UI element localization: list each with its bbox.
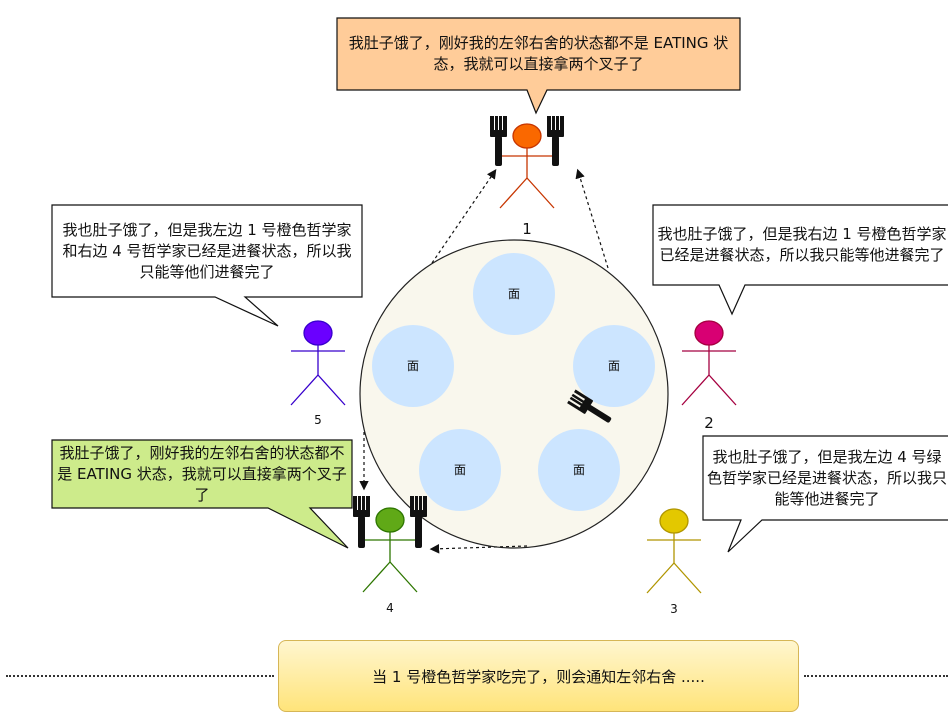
speech-bubble-green-text: 我肚子饿了，刚好我的左邻右舍的状态都不是 EATING 状态，我就可以直接拿两个…	[57, 443, 347, 504]
philosopher-3	[646, 508, 702, 594]
fork-icon	[567, 389, 612, 423]
speech-bubble-green-shape	[51, 439, 353, 549]
speech-bubble-top-shape	[336, 17, 741, 115]
philosopher-5	[290, 320, 346, 406]
noodle-bowl: 面	[573, 325, 655, 407]
speech-bubble-left-text: 我也肚子饿了，但是我左边 1 号橙色哲学家和右边 4 号哲学家已经是进餐状态，所…	[62, 220, 352, 281]
fork-icon	[353, 496, 370, 548]
noodle-bowl: 面	[473, 253, 555, 335]
noodle-bowl: 面	[372, 325, 454, 407]
noodle-bowl: 面	[419, 429, 501, 511]
philosopher-label-2: 2	[704, 414, 714, 432]
svg-text:面: 面	[508, 287, 520, 301]
speech-bubble-lower-right-shape	[702, 435, 948, 553]
philosopher-label-1: 1	[522, 220, 532, 238]
dotted-separator-right	[804, 675, 948, 677]
speech-bubble-left: 我也肚子饿了，但是我左边 1 号橙色哲学家和右边 4 号哲学家已经是进餐状态，所…	[56, 208, 358, 294]
speech-bubble-green: 我肚子饿了，刚好我的左邻右舍的状态都不是 EATING 状态，我就可以直接拿两个…	[55, 442, 349, 506]
notification-banner: 当 1 号橙色哲学家吃完了，则会通知左邻右舍 .....	[278, 640, 799, 712]
fork-pickup-arrow	[431, 169, 497, 264]
philosopher-4	[362, 507, 418, 593]
noodle-bowl: 面	[538, 429, 620, 511]
svg-text:面: 面	[573, 463, 585, 477]
speech-bubble-right-shape	[652, 204, 948, 316]
speech-bubble-top-text: 我肚子饿了，刚好我的左邻右舍的状态都不是 EATING 状态，我就可以直接拿两个…	[348, 34, 729, 73]
philosopher-2	[681, 320, 737, 406]
svg-text:面: 面	[407, 359, 419, 373]
fork-pickup-arrow	[575, 168, 609, 269]
dotted-separator-left	[6, 675, 274, 677]
speech-bubble-top: 我肚子饿了，刚好我的左邻右舍的状态都不是 EATING 状态，我就可以直接拿两个…	[340, 20, 737, 88]
philosopher-label-3: 3	[670, 602, 678, 616]
speech-bubble-left-shape	[51, 204, 363, 327]
speech-bubble-lower-right: 我也肚子饿了，但是我左边 4 号绿色哲学家已经是进餐状态，所以我只能等他进餐完了	[706, 439, 948, 517]
svg-text:面: 面	[454, 463, 466, 477]
speech-bubble-lower-right-text: 我也肚子饿了，但是我左边 4 号绿色哲学家已经是进餐状态，所以我只能等他进餐完了	[706, 447, 947, 508]
fork-pickup-arrow	[429, 543, 528, 554]
svg-text:面: 面	[608, 359, 620, 373]
philosopher-label-4: 4	[386, 601, 394, 615]
philosopher-1	[499, 123, 555, 209]
philosopher-label-5: 5	[314, 413, 322, 427]
speech-bubble-right-text: 我也肚子饿了，但是我右边 1 号橙色哲学家已经是进餐状态，所以我只能等他进餐完了	[657, 225, 947, 264]
fork-icon	[490, 116, 507, 166]
fork-icon	[410, 496, 427, 548]
notification-banner-text: 当 1 号橙色哲学家吃完了，则会通知左邻右舍 .....	[372, 667, 705, 686]
speech-bubble-right: 我也肚子饿了，但是我右边 1 号橙色哲学家已经是进餐状态，所以我只能等他进餐完了	[656, 208, 948, 282]
fork-icon	[547, 116, 564, 166]
